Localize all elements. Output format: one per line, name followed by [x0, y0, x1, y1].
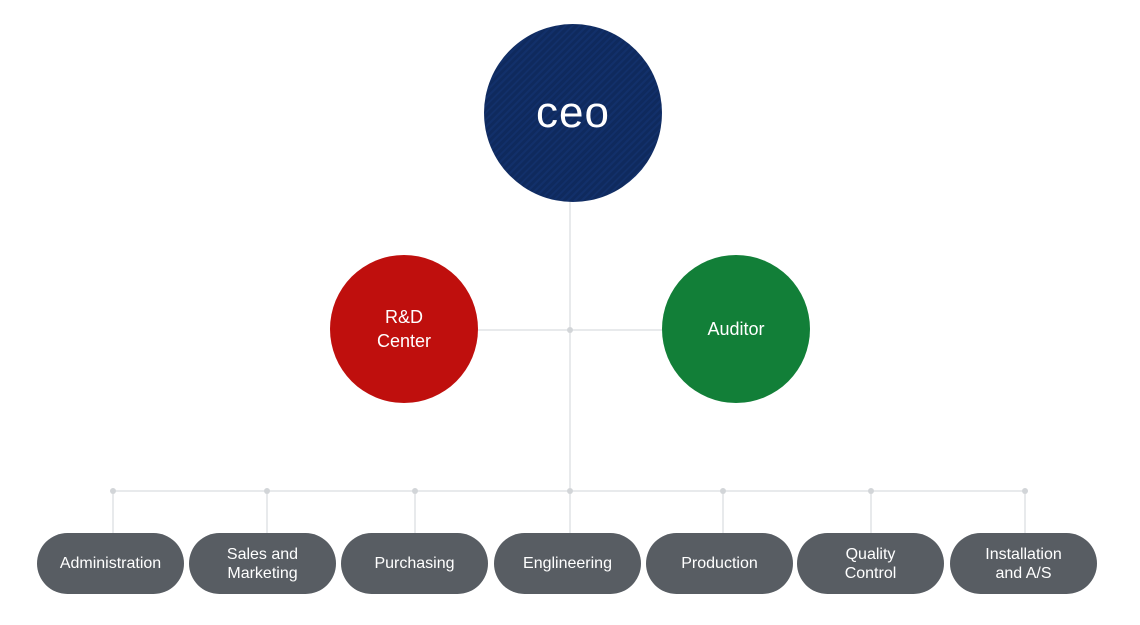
ceo-label: ceo — [536, 88, 610, 137]
department-junction-dot — [868, 488, 874, 494]
department-sales-marketing: Sales and Marketing — [189, 533, 336, 594]
department-junction-dot — [110, 488, 116, 494]
department-engineering: Englineering — [494, 533, 641, 594]
department-junction-dot — [264, 488, 270, 494]
department-junction-dot — [412, 488, 418, 494]
department-junction-dot — [1022, 488, 1028, 494]
department-installation: Installation and A/S — [950, 533, 1097, 594]
department-label: Production — [681, 555, 758, 572]
department-junction-dot — [567, 488, 573, 494]
department-label: Quality Control — [844, 545, 897, 582]
department-label: Englineering — [523, 555, 612, 572]
department-label: Purchasing — [374, 555, 455, 572]
auditor-node: Auditor — [662, 255, 810, 403]
rnd-center-node: R&D Center — [330, 255, 478, 403]
ceo-node: ceo — [484, 24, 662, 202]
department-label: Sales and Marketing — [226, 545, 299, 582]
rnd-center-label: R&D Center — [376, 307, 432, 351]
department-administration: Administration — [37, 533, 184, 594]
department-production: Production — [646, 533, 793, 594]
department-quality-control: Quality Control — [797, 533, 944, 594]
department-junction-dot — [720, 488, 726, 494]
middle-junction-dot — [567, 327, 573, 333]
department-label: Installation and A/S — [985, 545, 1062, 582]
auditor-label: Auditor — [707, 318, 765, 339]
department-label: Administration — [59, 555, 162, 572]
department-purchasing: Purchasing — [341, 533, 488, 594]
